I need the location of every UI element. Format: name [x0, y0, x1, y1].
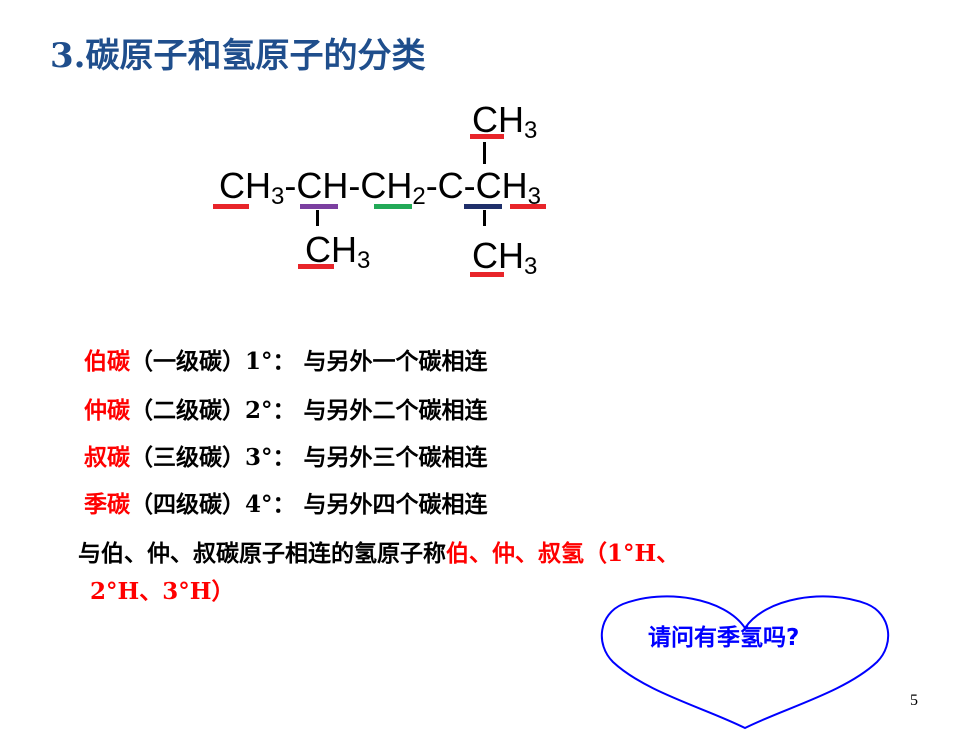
left-methyl-primary-mark [213, 204, 249, 209]
top-methyl-sub: 3 [524, 117, 538, 144]
top-methyl-text: CH [472, 99, 524, 140]
hydrogen-prefix: 与伯、仲、叔碳原子相连的氢原子称 [78, 540, 446, 567]
heart-callout-shape [600, 595, 890, 730]
right-methyl-primary-mark [510, 204, 546, 209]
bottom-left-sub: 3 [357, 247, 371, 274]
top-methyl: CH3 [472, 102, 537, 143]
ch2-tertiary-mark [374, 204, 412, 209]
rule-quaternary: 季碳（四级碳）4°： 与另外四个碳相连 [84, 485, 488, 519]
chain-ch-1: CH [219, 165, 271, 206]
bottom-right-primary-mark [470, 272, 504, 277]
chain-sub-1: 3 [271, 183, 285, 210]
hydrogen-definition-line2: 2°H、3°H） [90, 578, 235, 605]
rule-term: 叔碳 [84, 444, 130, 471]
rule-term: 仲碳 [84, 397, 130, 424]
rule-desc: （三级碳）3°： 与另外三个碳相连 [130, 444, 488, 471]
hydrogen-highlight-1: 伯、仲、叔氢（1°H、 [446, 540, 680, 567]
rule-term: 季碳 [84, 491, 130, 518]
c-quaternary-mark [464, 204, 502, 209]
top-bond-line [483, 142, 486, 164]
page-number: 5 [910, 692, 918, 709]
chain-ch-2: -CH-CH [284, 165, 413, 206]
top-methyl-primary-mark [470, 134, 504, 139]
rule-secondary: 仲碳（二级碳）2°： 与另外二个碳相连 [84, 391, 488, 425]
hydrogen-definition-line1: 与伯、仲、叔碳原子相连的氢原子称伯、仲、叔氢（1°H、 [78, 534, 679, 568]
left-branch-bond [316, 210, 319, 226]
bottom-left-methyl: CH3 [305, 232, 370, 273]
rule-tertiary: 叔碳（三级碳）3°： 与另外三个碳相连 [84, 438, 488, 472]
bottom-right-text: CH [472, 235, 524, 276]
bottom-left-text: CH [305, 229, 357, 270]
chain-ch-3: -C-CH [425, 165, 528, 206]
bottom-right-sub: 3 [524, 253, 538, 280]
bottom-bond-line [483, 210, 486, 226]
bottom-left-primary-mark [298, 264, 334, 269]
chain-sub-3: 3 [527, 183, 542, 210]
bottom-right-methyl: CH3 [472, 238, 537, 279]
callout-question: 请问有季氢吗? [648, 625, 800, 651]
chain-sub-2: 2 [412, 183, 426, 210]
main-chain: CH3-CH-CH2-C-CH3 [219, 168, 541, 209]
rule-desc: （四级碳）4°： 与另外四个碳相连 [130, 491, 488, 518]
rule-desc: （一级碳）1°： 与另外一个碳相连 [130, 348, 488, 375]
ch-secondary-mark [300, 204, 338, 209]
rule-term: 伯碳 [84, 348, 130, 375]
rule-primary: 伯碳（一级碳）1°： 与另外一个碳相连 [84, 342, 488, 376]
slide-title: 3.碳原子和氢原子的分类 [50, 36, 426, 76]
rule-desc: （二级碳）2°： 与另外二个碳相连 [130, 397, 488, 424]
